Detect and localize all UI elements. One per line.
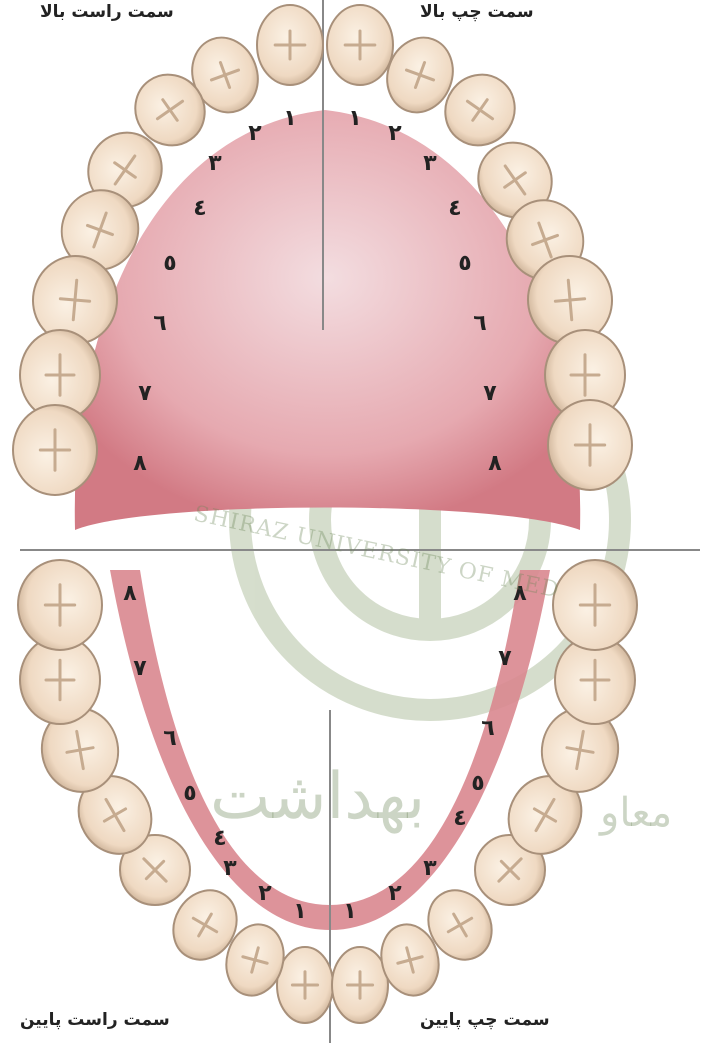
tooth-lower-left-8 [553,560,637,650]
tooth-number-upper-left-6: ٦ [473,311,486,336]
tooth-number-lower-right-3: ٣ [223,856,237,881]
tooth-number-upper-left-1: ١ [348,106,361,131]
label-upper-left: سمت چپ بالا [420,2,534,22]
tooth-number-lower-left-3: ٣ [423,856,437,881]
tooth-number-upper-left-8: ٨ [488,451,502,476]
tooth-number-upper-left-2: ٢ [388,121,402,146]
tooth-number-upper-left-5: ٥ [458,251,471,276]
tooth-lower-right-1 [277,947,333,1023]
tooth-number-upper-left-4: ٤ [448,196,461,221]
tooth-number-lower-right-8: ٨ [123,581,137,606]
tooth-number-lower-right-7: ٧ [133,656,147,681]
tooth-number-lower-right-2: ٢ [258,881,272,906]
label-lower-left: سمت چپ پایین [420,1010,550,1030]
tooth-upper-right-8 [13,405,97,495]
tooth-number-upper-right-1: ١ [283,106,296,131]
tooth-number-lower-right-1: ١ [293,899,306,924]
label-lower-right: سمت راست پایین [20,1010,170,1030]
tooth-number-lower-left-7: ٧ [498,646,512,671]
tooth-number-lower-right-5: ٥ [183,781,196,806]
tooth-lower-right-8 [18,560,102,650]
tooth-number-upper-right-3: ٣ [208,151,222,176]
tooth-number-upper-right-7: ٧ [138,381,152,406]
tooth-number-upper-right-2: ٢ [248,121,262,146]
tooth-upper-right-1 [257,5,323,85]
tooth-number-lower-left-5: ٥ [471,771,484,796]
tooth-number-upper-right-6: ٦ [153,311,166,336]
label-upper-right: سمت راست بالا [40,2,174,22]
tooth-number-upper-right-4: ٤ [193,196,206,221]
tooth-number-lower-left-6: ٦ [481,716,494,741]
tooth-lower-left-1 [332,947,388,1023]
tooth-number-lower-left-4: ٤ [453,806,466,831]
tooth-number-upper-left-7: ٧ [483,381,497,406]
watermark-behdasht: بهداشت [210,760,425,834]
tooth-number-upper-left-3: ٣ [423,151,437,176]
watermark-muawin: معاو [600,790,672,836]
tooth-number-upper-right-5: ٥ [163,251,176,276]
tooth-upper-left-8 [548,400,632,490]
tooth-upper-left-1 [327,5,393,85]
tooth-number-lower-left-1: ١ [343,899,356,924]
tooth-number-lower-left-2: ٢ [388,881,402,906]
tooth-number-lower-right-6: ٦ [163,726,176,751]
tooth-number-upper-right-8: ٨ [133,451,147,476]
